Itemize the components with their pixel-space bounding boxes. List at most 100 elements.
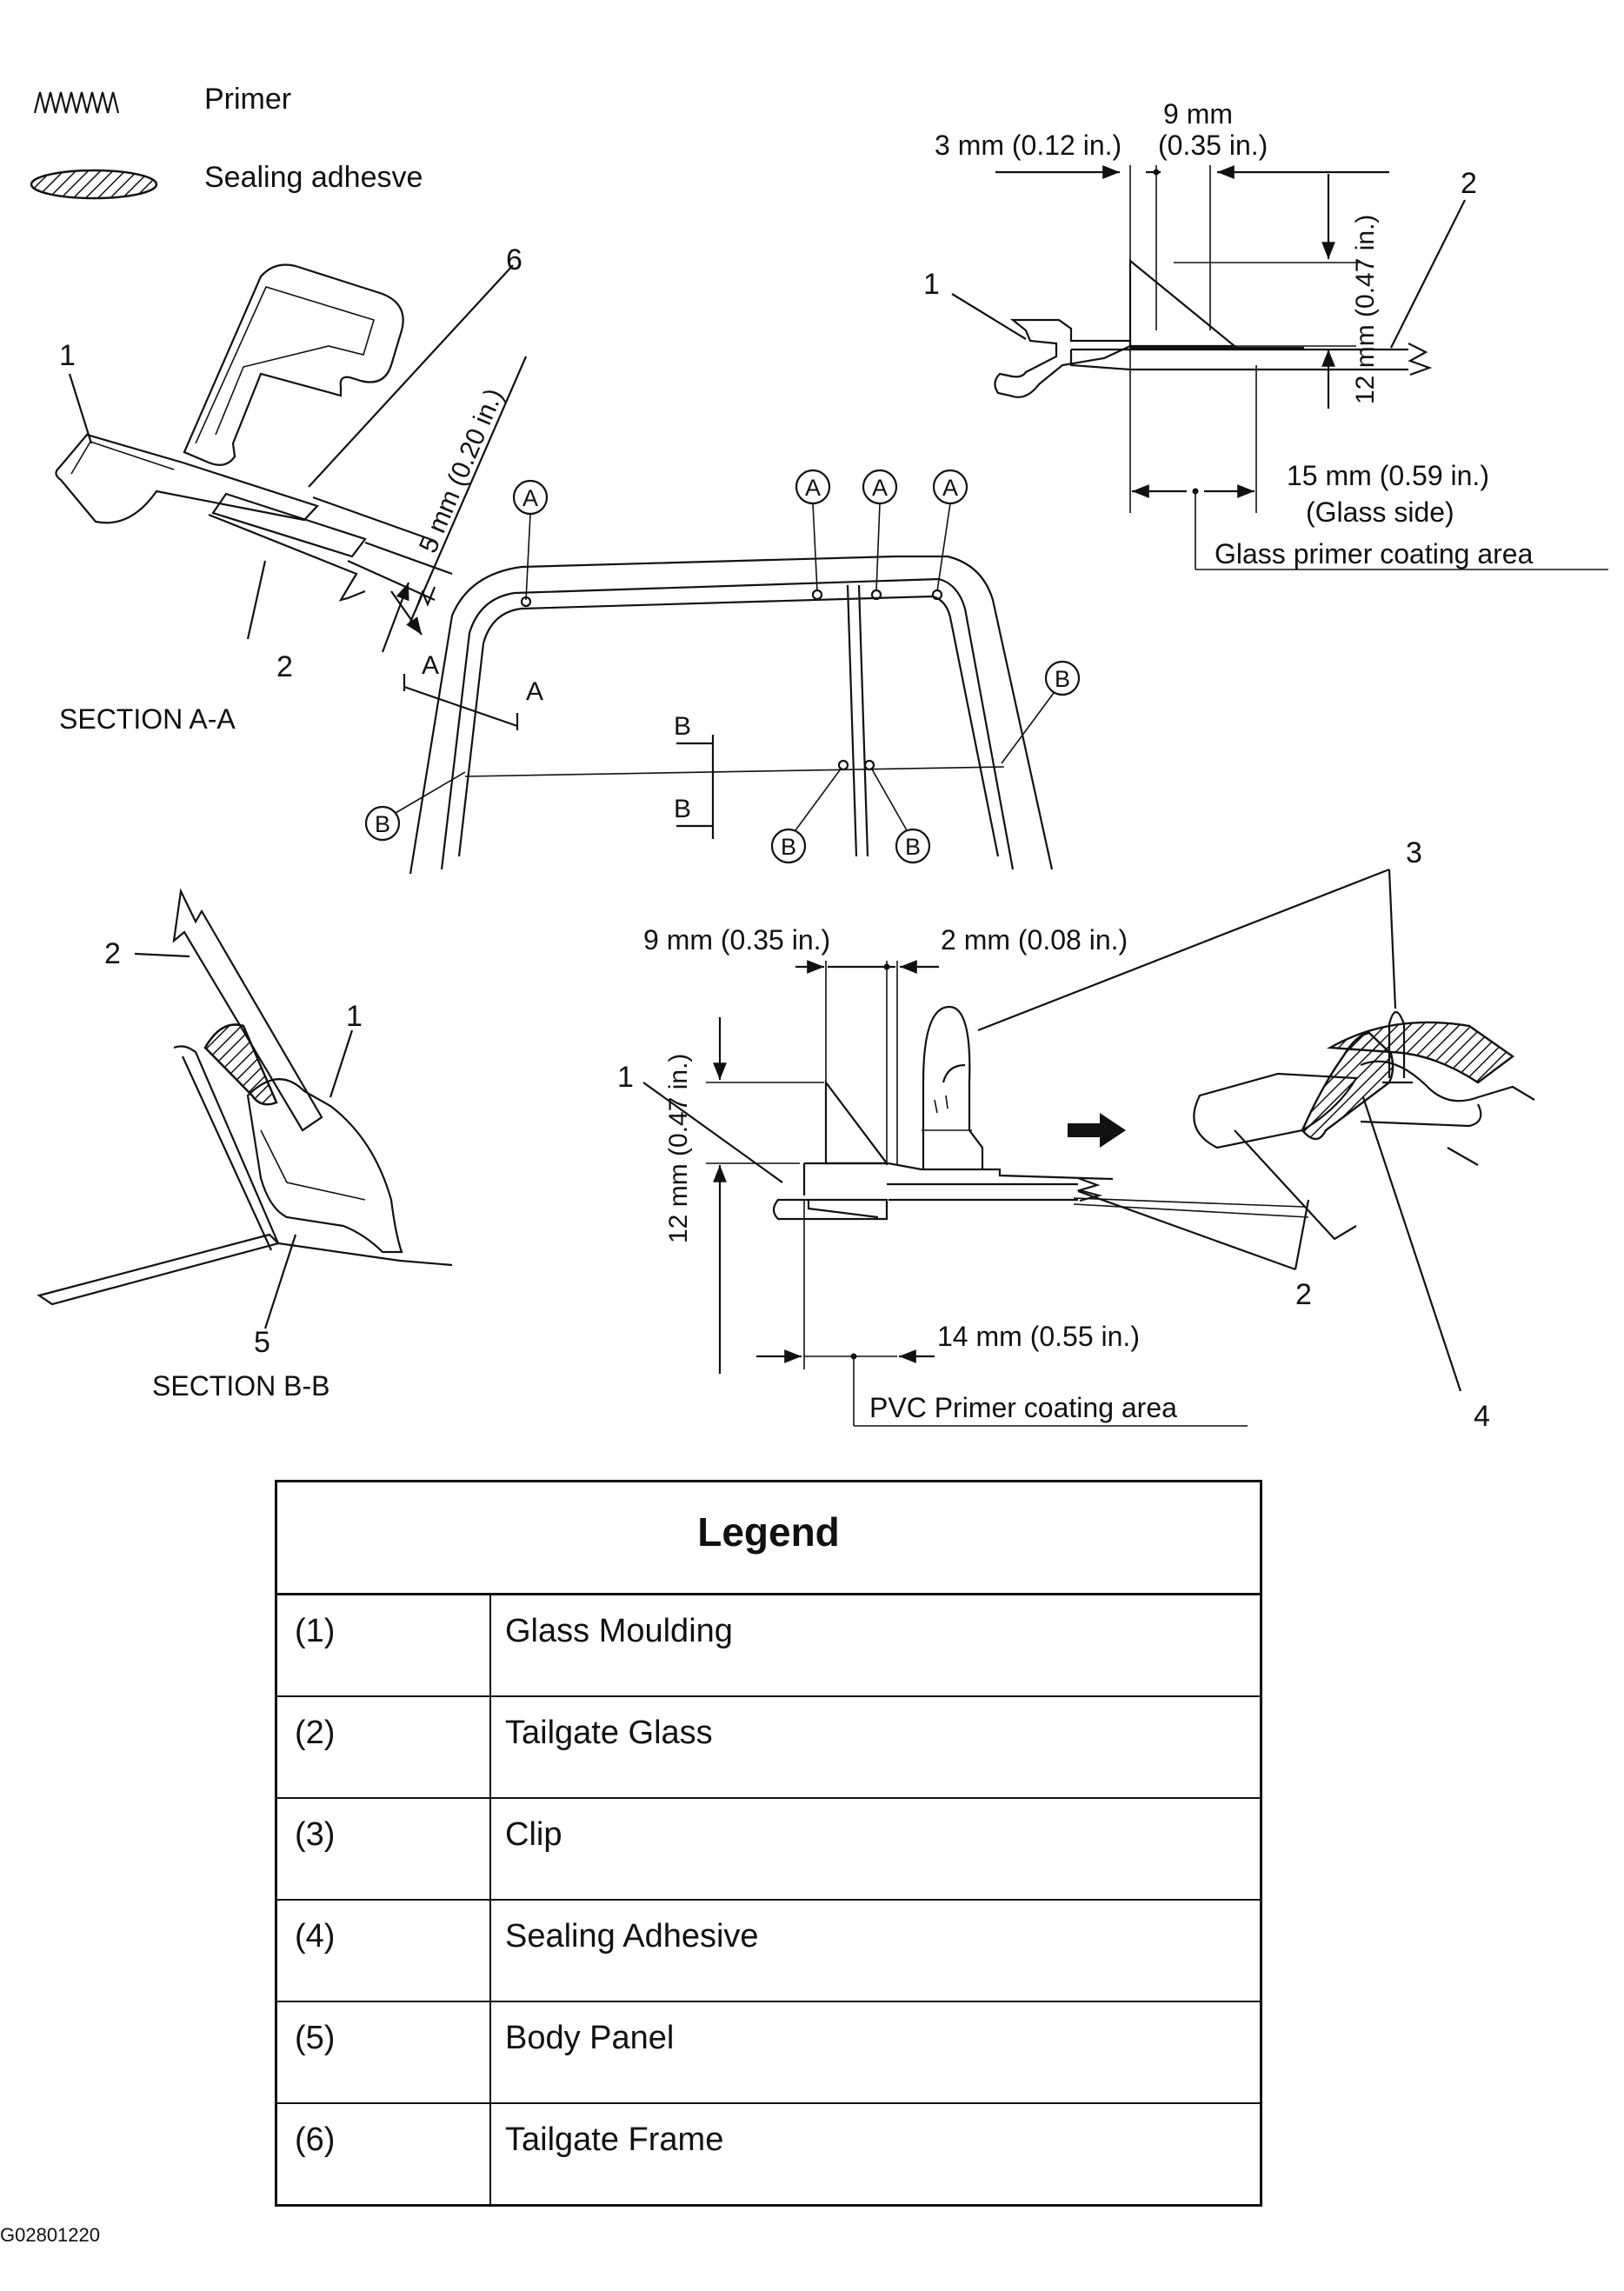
body-shape	[208, 513, 366, 602]
dim-9mm: 9 mm	[1163, 98, 1233, 130]
legend-row: (1) Glass Moulding	[277, 1595, 1260, 1697]
moulding-bb-shape	[246, 1078, 403, 1254]
svg-text:B: B	[781, 834, 796, 860]
callout-1-top: 1	[923, 268, 940, 301]
pvc-primer-area-label: PVC Primer coating area	[869, 1392, 1177, 1423]
svg-text:A: A	[805, 475, 821, 501]
marker-b-2: B	[770, 759, 849, 864]
rear-window: A A B B A A A A	[364, 469, 1081, 875]
primer-label: Primer	[204, 83, 291, 116]
glass-primer-area-label: Glass primer coating area	[1215, 538, 1534, 569]
sealing-symbol-icon	[30, 169, 158, 200]
marker-a-4: A	[931, 469, 968, 601]
legend-description: Tailgate Frame	[505, 2121, 724, 2158]
dim-3mm: 3 mm (0.12 in.)	[935, 130, 1121, 161]
glass-bb-shape	[172, 888, 323, 1132]
top-right-profile: 9 mm 3 mm (0.12 in.) (0.35 in.) 12 mm (0…	[923, 98, 1608, 570]
sealing-label: Sealing adhesve	[204, 161, 423, 194]
dim-15mm: 15 mm (0.59 in.)	[1287, 460, 1489, 491]
primer-symbol-icon	[33, 91, 120, 114]
legend-table: Legend (1) Glass Moulding (2) Tailgate G…	[275, 1480, 1262, 2207]
tailgate-frame-shape	[183, 263, 404, 466]
callout-5-bb: 5	[254, 1326, 270, 1359]
svg-text:B: B	[1055, 666, 1070, 692]
arrow-right-icon	[1068, 1113, 1126, 1148]
legend-row: (4) Sealing Adhesive	[277, 1901, 1260, 2002]
callout-4: 4	[1474, 1400, 1490, 1433]
dim-12mm-vertical: 12 mm (0.47 in.)	[1351, 215, 1380, 404]
glass-shape	[211, 492, 367, 558]
callout-2-bottom: 2	[1295, 1278, 1312, 1311]
glass-profile-bottom	[887, 1182, 1078, 1202]
body-bb-shape	[173, 1045, 453, 1267]
sealing-3d-band	[1326, 1021, 1515, 1084]
legend-row: (5) Body Panel	[277, 2002, 1260, 2104]
legend-number: (1)	[277, 1595, 491, 1695]
legend-number: (6)	[277, 2104, 491, 2206]
legend-number: (5)	[277, 2002, 491, 2102]
callout-2-top: 2	[1461, 167, 1477, 200]
sealing-bb-shape	[203, 1023, 278, 1106]
section-aa-title: SECTION A-A	[59, 703, 236, 735]
legend-number: (4)	[277, 1901, 491, 2001]
legend-description: Clip	[505, 1816, 562, 1853]
legend-number: (2)	[277, 1697, 491, 1797]
dim-14mm: 14 mm (0.55 in.)	[937, 1321, 1140, 1352]
moulding-profile-bottom	[772, 1162, 1114, 1221]
callout-2: 2	[276, 650, 293, 683]
legend-description: Sealing Adhesive	[505, 1918, 759, 1955]
section-aa-dim: 5 mm (0.20 in.)	[414, 384, 509, 557]
section-b-marker-bottom: B	[674, 795, 691, 823]
legend-description: Body Panel	[505, 2020, 675, 2056]
marker-a-2: A	[795, 469, 831, 601]
legend-row: (3) Clip	[277, 1799, 1260, 1901]
svg-text:A: A	[942, 475, 958, 501]
dim-035: (0.35 in.)	[1158, 130, 1268, 161]
glass-outline-outer	[440, 577, 1015, 870]
moulding-profile	[994, 318, 1132, 398]
section-a-marker-right: A	[526, 677, 543, 706]
callout-1-bb: 1	[346, 1000, 363, 1033]
marker-a-3: A	[862, 469, 898, 601]
legend-description: Tailgate Glass	[505, 1715, 713, 1751]
glass-outline-inner	[457, 595, 1000, 857]
dim-9mm-bottom: 9 mm (0.35 in.)	[643, 924, 830, 956]
clip-3d-shape	[1382, 1010, 1413, 1084]
svg-text:B: B	[905, 834, 921, 860]
callout-1: 1	[59, 339, 76, 372]
section-aa: 5 mm (0.20 in.) 1 6 2 SECTION A-A	[55, 243, 528, 735]
body-3d-shape	[1360, 1060, 1535, 1166]
callout-6: 6	[506, 243, 522, 276]
section-bb: 2 1 5 SECTION B-B	[37, 888, 453, 1402]
clip-shape	[922, 1005, 984, 1169]
section-b-marker-top: B	[674, 712, 691, 741]
primer-key: Primer	[33, 83, 291, 116]
legend-number: (3)	[277, 1799, 491, 1899]
marker-b-3: B	[863, 759, 931, 864]
glass-profile	[1069, 348, 1408, 371]
marker-b-4: B	[1001, 660, 1081, 764]
sealing-triangle	[1128, 258, 1238, 348]
legend-row: (2) Tailgate Glass	[277, 1697, 1260, 1799]
svg-text:A: A	[522, 485, 538, 511]
body-outline	[409, 555, 1054, 875]
glass-side-label: (Glass side)	[1306, 496, 1454, 528]
callout-1-bottom: 1	[617, 1061, 634, 1094]
dim-2mm: 2 mm (0.08 in.)	[941, 924, 1128, 956]
section-a-marker-left: A	[422, 651, 439, 680]
callout-3: 3	[1406, 836, 1422, 869]
marker-b-1: B	[364, 771, 466, 842]
legend-description: Glass Moulding	[505, 1613, 733, 1649]
sealing-key: Sealing adhesve	[30, 161, 423, 200]
section-bb-title: SECTION B-B	[152, 1370, 329, 1402]
marker-a-1: A	[512, 479, 549, 608]
sealing-triangle-bottom	[824, 1079, 889, 1165]
legend-title: Legend	[277, 1482, 1260, 1595]
dim-12mm-bottom: 12 mm (0.47 in.)	[664, 1054, 693, 1243]
svg-text:B: B	[375, 811, 390, 837]
figure-id: G02801220	[0, 2224, 100, 2246]
callout-2-bb: 2	[104, 937, 121, 970]
legend-row: (6) Tailgate Frame	[277, 2104, 1260, 2206]
bottom-center-profile: 9 mm (0.35 in.) 2 mm (0.08 in.) 12 mm (0…	[617, 836, 1535, 1433]
